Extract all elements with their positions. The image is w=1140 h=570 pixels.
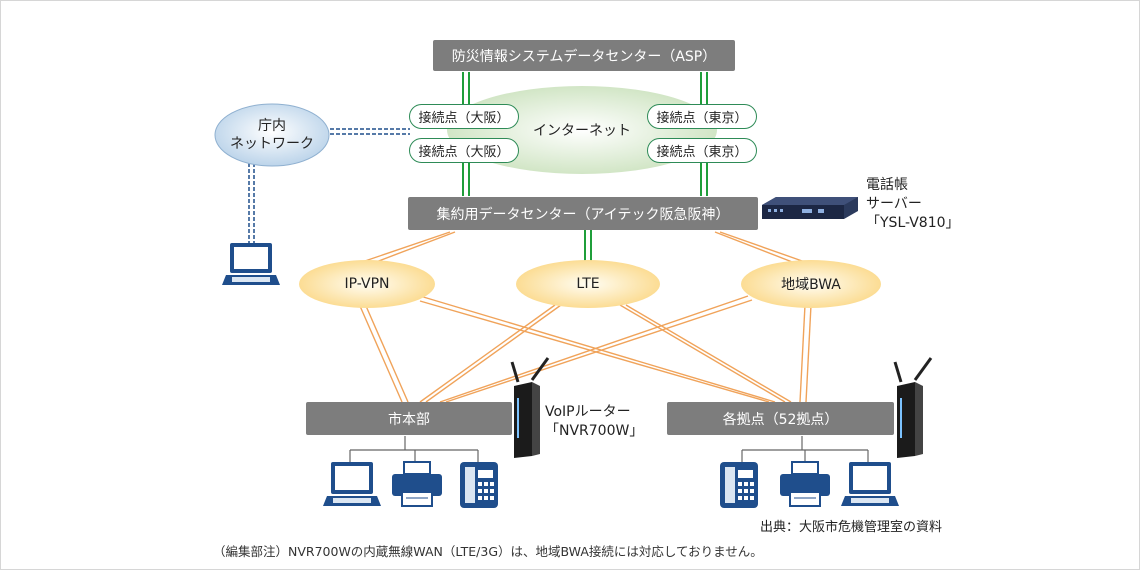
orange-links [359,231,812,403]
laptop-icon-hq [323,462,381,506]
aggregation-data-center: 集約用データセンター（アイテック阪急阪神） [408,197,758,230]
office-network-line2: ネットワーク [230,136,314,152]
bwa-cloud [741,260,881,308]
router-icon-branch [893,357,933,458]
office-network-cloud [214,103,330,167]
bwa-label: 地域BWA [781,277,841,293]
laptop-icon-office [222,243,280,285]
router-label: VoIPルーター 「NVR700W」 [545,403,643,441]
ipvpn-cloud [299,260,435,308]
lte-cloud [516,260,660,308]
router-line1: VoIPルーター [545,404,631,420]
phone-icon-hq [460,462,498,508]
laptop-icon-branch [841,462,899,506]
access-point-osaka-1: 接続点（大阪） [409,104,519,129]
ipvpn-label: IP-VPN [344,276,390,292]
phonebook-server-line2: サーバー [866,196,922,212]
green-links-top [462,72,708,262]
access-point-tokyo-2: 接続点（東京） [647,138,757,163]
server-appliance-icon [762,197,858,219]
branches-bar: 各拠点（52拠点） [667,402,894,435]
headquarters-bar: 市本部 [306,402,512,435]
editor-note: （編集部注）NVR700Wの内蔵無線WAN（LTE/3G）は、地域BWA接続には… [213,544,763,559]
phonebook-server-line3: 「YSL-V810」 [866,215,960,231]
lte-label: LTE [576,276,600,292]
router-icon-hq [510,357,550,458]
printer-icon-hq [392,461,442,507]
office-network-label: 庁内 ネットワーク [222,117,322,153]
router-line2: 「NVR700W」 [545,423,644,439]
printer-icon-branch [780,461,830,507]
asp-data-center: 防災情報システムデータセンター（ASP） [433,40,735,71]
phone-icon-branch [720,462,758,508]
phonebook-server-label: 電話帳 サーバー 「YSL-V810」 [866,176,960,233]
access-point-tokyo-1: 接続点（東京） [647,104,757,129]
office-links [248,128,410,243]
device-links [349,436,869,462]
access-point-osaka-2: 接続点（大阪） [409,138,519,163]
source-caption: 出典：大阪市危機管理室の資料 [760,520,943,535]
office-network-line1: 庁内 [258,118,286,134]
phonebook-server-line1: 電話帳 [866,177,908,193]
internet-label: インターネット [533,123,631,139]
